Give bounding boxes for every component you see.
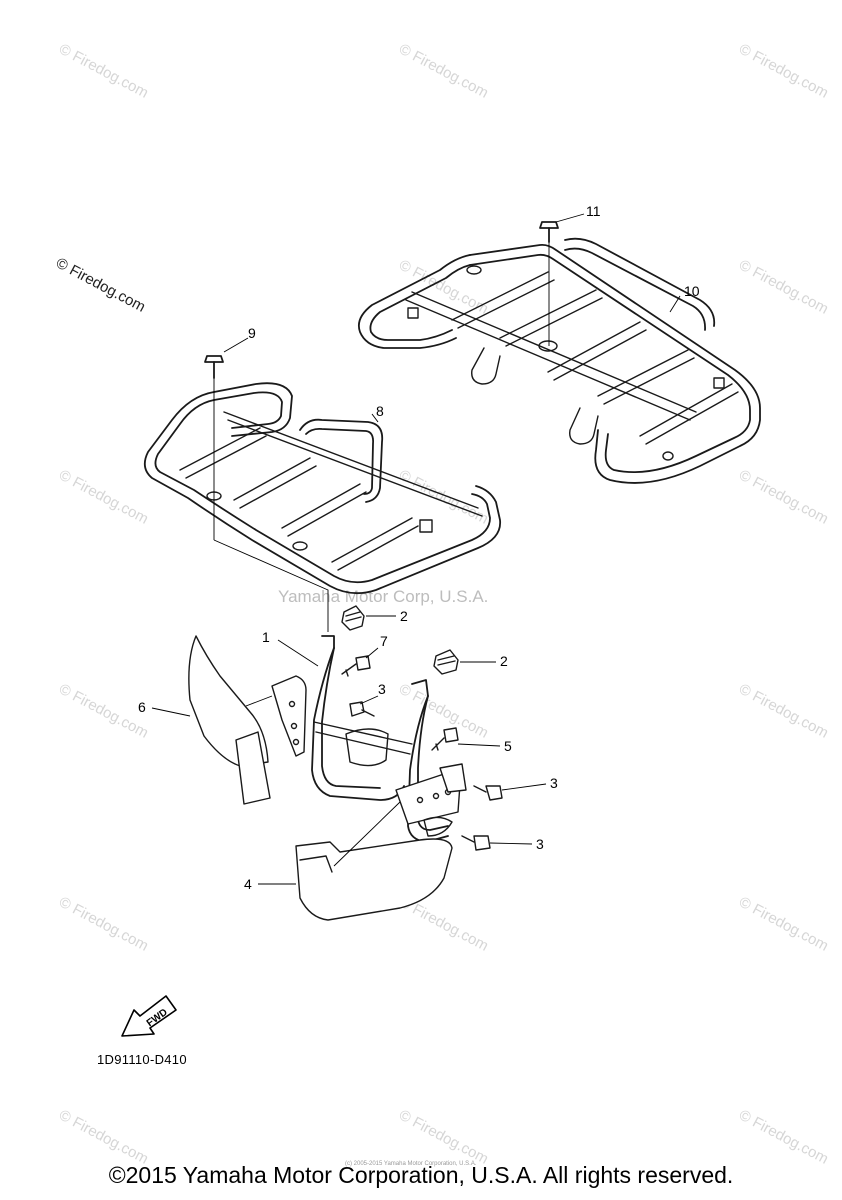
callout-1: 1 [262,629,270,645]
copyright-footer: ©2015 Yamaha Motor Corporation, U.S.A. A… [108,1162,734,1188]
watermark-dark: © Firedog.com [53,255,148,316]
bolt-part-9 [204,355,329,632]
watermark: © Firedog.com [736,41,831,102]
callout-2a: 2 [400,608,408,624]
callout-5: 5 [504,738,512,754]
rear-carrier-part-10 [357,237,761,484]
watermark: © Firedog.com [396,1107,491,1168]
callout-4: 4 [244,876,252,892]
fwd-arrow-icon: FWD [121,995,177,1037]
front-guard-part-1 [271,635,467,843]
bolt-part-5 [431,727,459,751]
callout-11: 11 [586,203,601,219]
callout-2b: 2 [500,653,508,669]
callout-leaders [151,213,681,885]
callout-7: 7 [380,633,388,649]
tiny-copyright: (c) 2005-2015 Yamaha Motor Corporation, … [345,1161,477,1167]
bolt-part-7 [341,655,371,677]
watermark: © Firedog.com [736,894,831,955]
diagram-code: 1D91110-D410 [97,1052,187,1067]
callout-10: 10 [684,283,700,299]
cover-part-6 [188,635,273,805]
callout-labels: 11 10 9 8 2 1 7 2 3 6 5 3 3 4 [138,203,700,892]
watermark: © Firedog.com [736,681,831,742]
watermark: © Firedog.com [56,41,151,102]
watermark: © Firedog.com [56,467,151,528]
callout-3a: 3 [378,681,386,697]
watermark: © Firedog.com [56,1107,151,1168]
callout-9: 9 [248,325,256,341]
grommet-part-2 [341,605,459,675]
watermark: © Firedog.com [396,41,491,102]
front-carrier-part-8 [143,382,501,595]
watermark-corp: Yamaha Motor Corp, U.S.A. [278,587,488,606]
watermark: © Firedog.com [736,1107,831,1168]
cover-part-4 [295,801,453,921]
callout-8: 8 [376,403,384,419]
watermark: © Firedog.com [396,681,491,742]
watermark: © Firedog.com [56,681,151,742]
callout-6: 6 [138,699,146,715]
callout-3c: 3 [536,836,544,852]
watermark: © Firedog.com [736,257,831,318]
bolt-part-11 [539,221,559,346]
bolt-part-3 [349,701,503,851]
callout-3b: 3 [550,775,558,791]
watermark: © Firedog.com [56,894,151,955]
watermark: © Firedog.com [736,467,831,528]
